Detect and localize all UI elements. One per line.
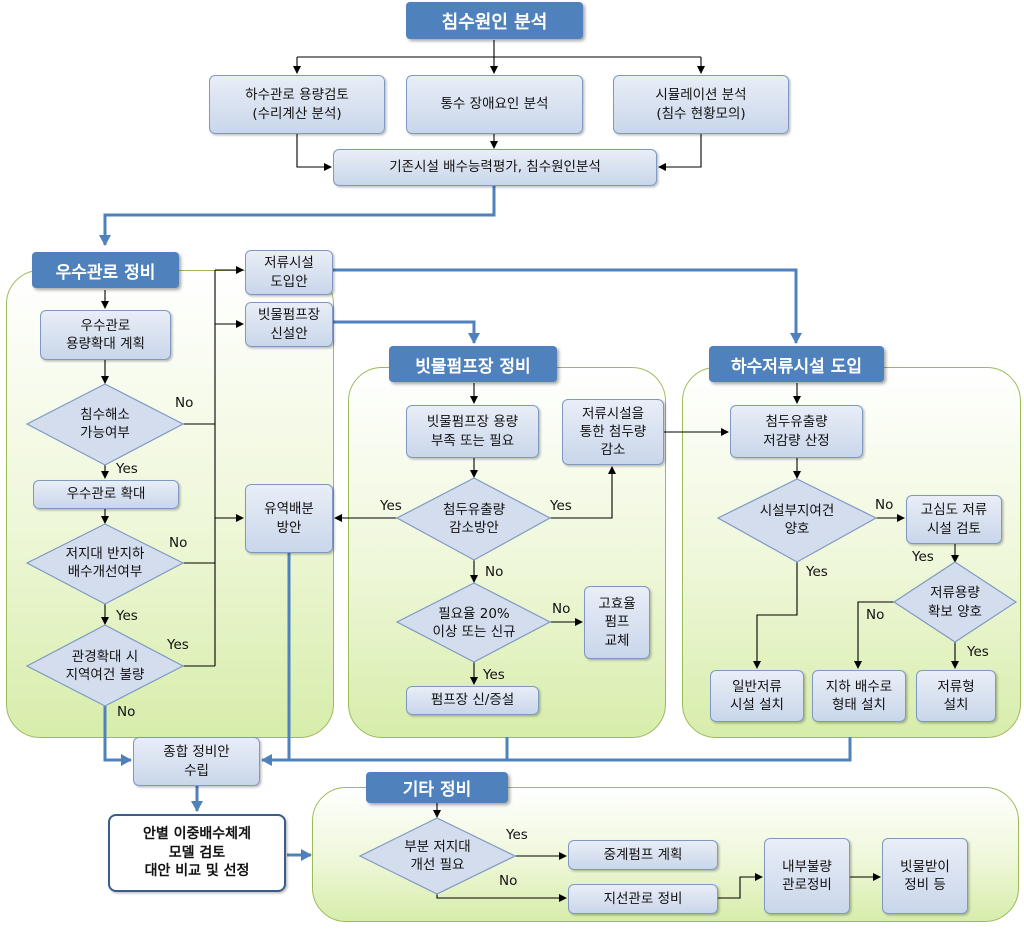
high-density-box: 고심도 저류 시설 검토 xyxy=(906,495,1002,544)
diamond-ratio xyxy=(395,582,552,663)
label-yes-highdensity: Yes xyxy=(912,549,934,565)
internal-pipe-box: 내부불량 관로정비 xyxy=(764,838,850,914)
expand-plan-box: 우수관로 용량확대 계획 xyxy=(40,310,171,360)
diamond-basement xyxy=(25,523,185,605)
label-no-basement: No xyxy=(169,535,188,551)
diamond-peak-reduce xyxy=(395,477,552,561)
site-cond-text: 시설부지여건 양호 xyxy=(759,502,835,537)
section-other-header: 기타 정비 xyxy=(366,772,508,803)
title-header: 침수원인 분석 xyxy=(406,2,583,39)
peak-calc-box: 첨두유출량 저감량 산정 xyxy=(730,405,863,458)
diamond-flood-resolve xyxy=(25,383,185,466)
label-yes-pipe: Yes xyxy=(167,637,189,653)
model-review-box: 안별 이중배수체계 모델 검토 대안 비교 및 선정 xyxy=(108,814,286,892)
high-eff-pump-box: 고효율 펌프 교체 xyxy=(584,586,650,659)
pump-build-box: 펌프장 신/증설 xyxy=(406,686,539,715)
label-no-site: No xyxy=(875,497,894,513)
simulation-box: 시뮬레이션 분석 (침수 현황모의) xyxy=(613,75,789,134)
underground-box: 지하 배수로 형태 설치 xyxy=(812,670,906,722)
label-yes-basement: Yes xyxy=(116,608,138,624)
diamond-capacity xyxy=(892,561,1018,643)
label-yes-ratio: Yes xyxy=(483,667,505,683)
label-no-partial: No xyxy=(499,873,518,889)
retention-reduce-box: 저류시설을 통한 첨두량 감소 xyxy=(562,399,664,465)
relay-pump-box: 중계펌프 계획 xyxy=(568,840,718,870)
label-yes-flood: Yes xyxy=(116,461,138,477)
diversion-box: 유역배분 방안 xyxy=(245,484,333,553)
label-no-capacity: No xyxy=(866,607,885,623)
ratio-text: 필요율 20% 이상 또는 신규 xyxy=(432,605,516,640)
evaluation-box: 기존시설 배수능력평가, 침수원인분석 xyxy=(333,149,657,186)
label-no-ratio: No xyxy=(552,601,571,617)
basement-text: 저지대 반지하 배수개선여부 xyxy=(65,545,145,580)
section-pump-header: 빗물펌프장 정비 xyxy=(389,346,557,382)
pump-option-box: 빗물펌프장 신설안 xyxy=(245,302,333,347)
partial-low-text: 부분 저지대 개선 필요 xyxy=(404,838,471,873)
flood-resolve-text: 침수해소 가능여부 xyxy=(80,406,130,441)
diamond-site-cond xyxy=(716,478,878,563)
label-no-pump: No xyxy=(485,564,504,580)
rain-inlet-box: 빗물받이 정비 등 xyxy=(882,838,968,914)
capacity-ok-text: 저류용량 확보 양호 xyxy=(928,585,982,620)
obstacle-box: 통수 장애요인 분석 xyxy=(406,75,583,134)
label-yes-site: Yes xyxy=(806,564,828,580)
branch-pipe-box: 지선관로 정비 xyxy=(568,884,718,914)
label-yes-partial: Yes xyxy=(506,827,528,843)
pump-need-box: 빗물펌프장 용량 부족 또는 필요 xyxy=(406,405,539,458)
label-no-flood: No xyxy=(175,395,194,411)
pipe-limit-text: 관경확대 시 지역여건 불량 xyxy=(65,648,145,683)
retention-type-box: 저류형 설치 xyxy=(916,670,996,722)
label-yes-left-pump: Yes xyxy=(380,498,402,514)
section-stormwater-header: 우수관로 정비 xyxy=(32,252,179,288)
general-retention-box: 일반저류 시설 설치 xyxy=(710,670,804,722)
expand-box: 우수관로 확대 xyxy=(33,480,179,509)
label-yes-capacity: Yes xyxy=(967,644,989,660)
section-retention-header: 하수저류시설 도입 xyxy=(709,346,884,382)
sewer-capacity-box: 하수관로 용량검토 (수리계산 분석) xyxy=(209,75,385,134)
label-yes-right-pump: Yes xyxy=(550,498,572,514)
diamond-partial-low xyxy=(358,817,517,895)
comprehensive-plan-box: 종합 정비안 수립 xyxy=(133,737,260,786)
retention-option-box: 저류시설 도입안 xyxy=(245,250,333,295)
peak-reduce-method-text: 첨두유출량 감소방안 xyxy=(442,501,506,536)
label-no-pipe: No xyxy=(117,704,136,720)
diamond-pipe-limit xyxy=(25,624,185,707)
